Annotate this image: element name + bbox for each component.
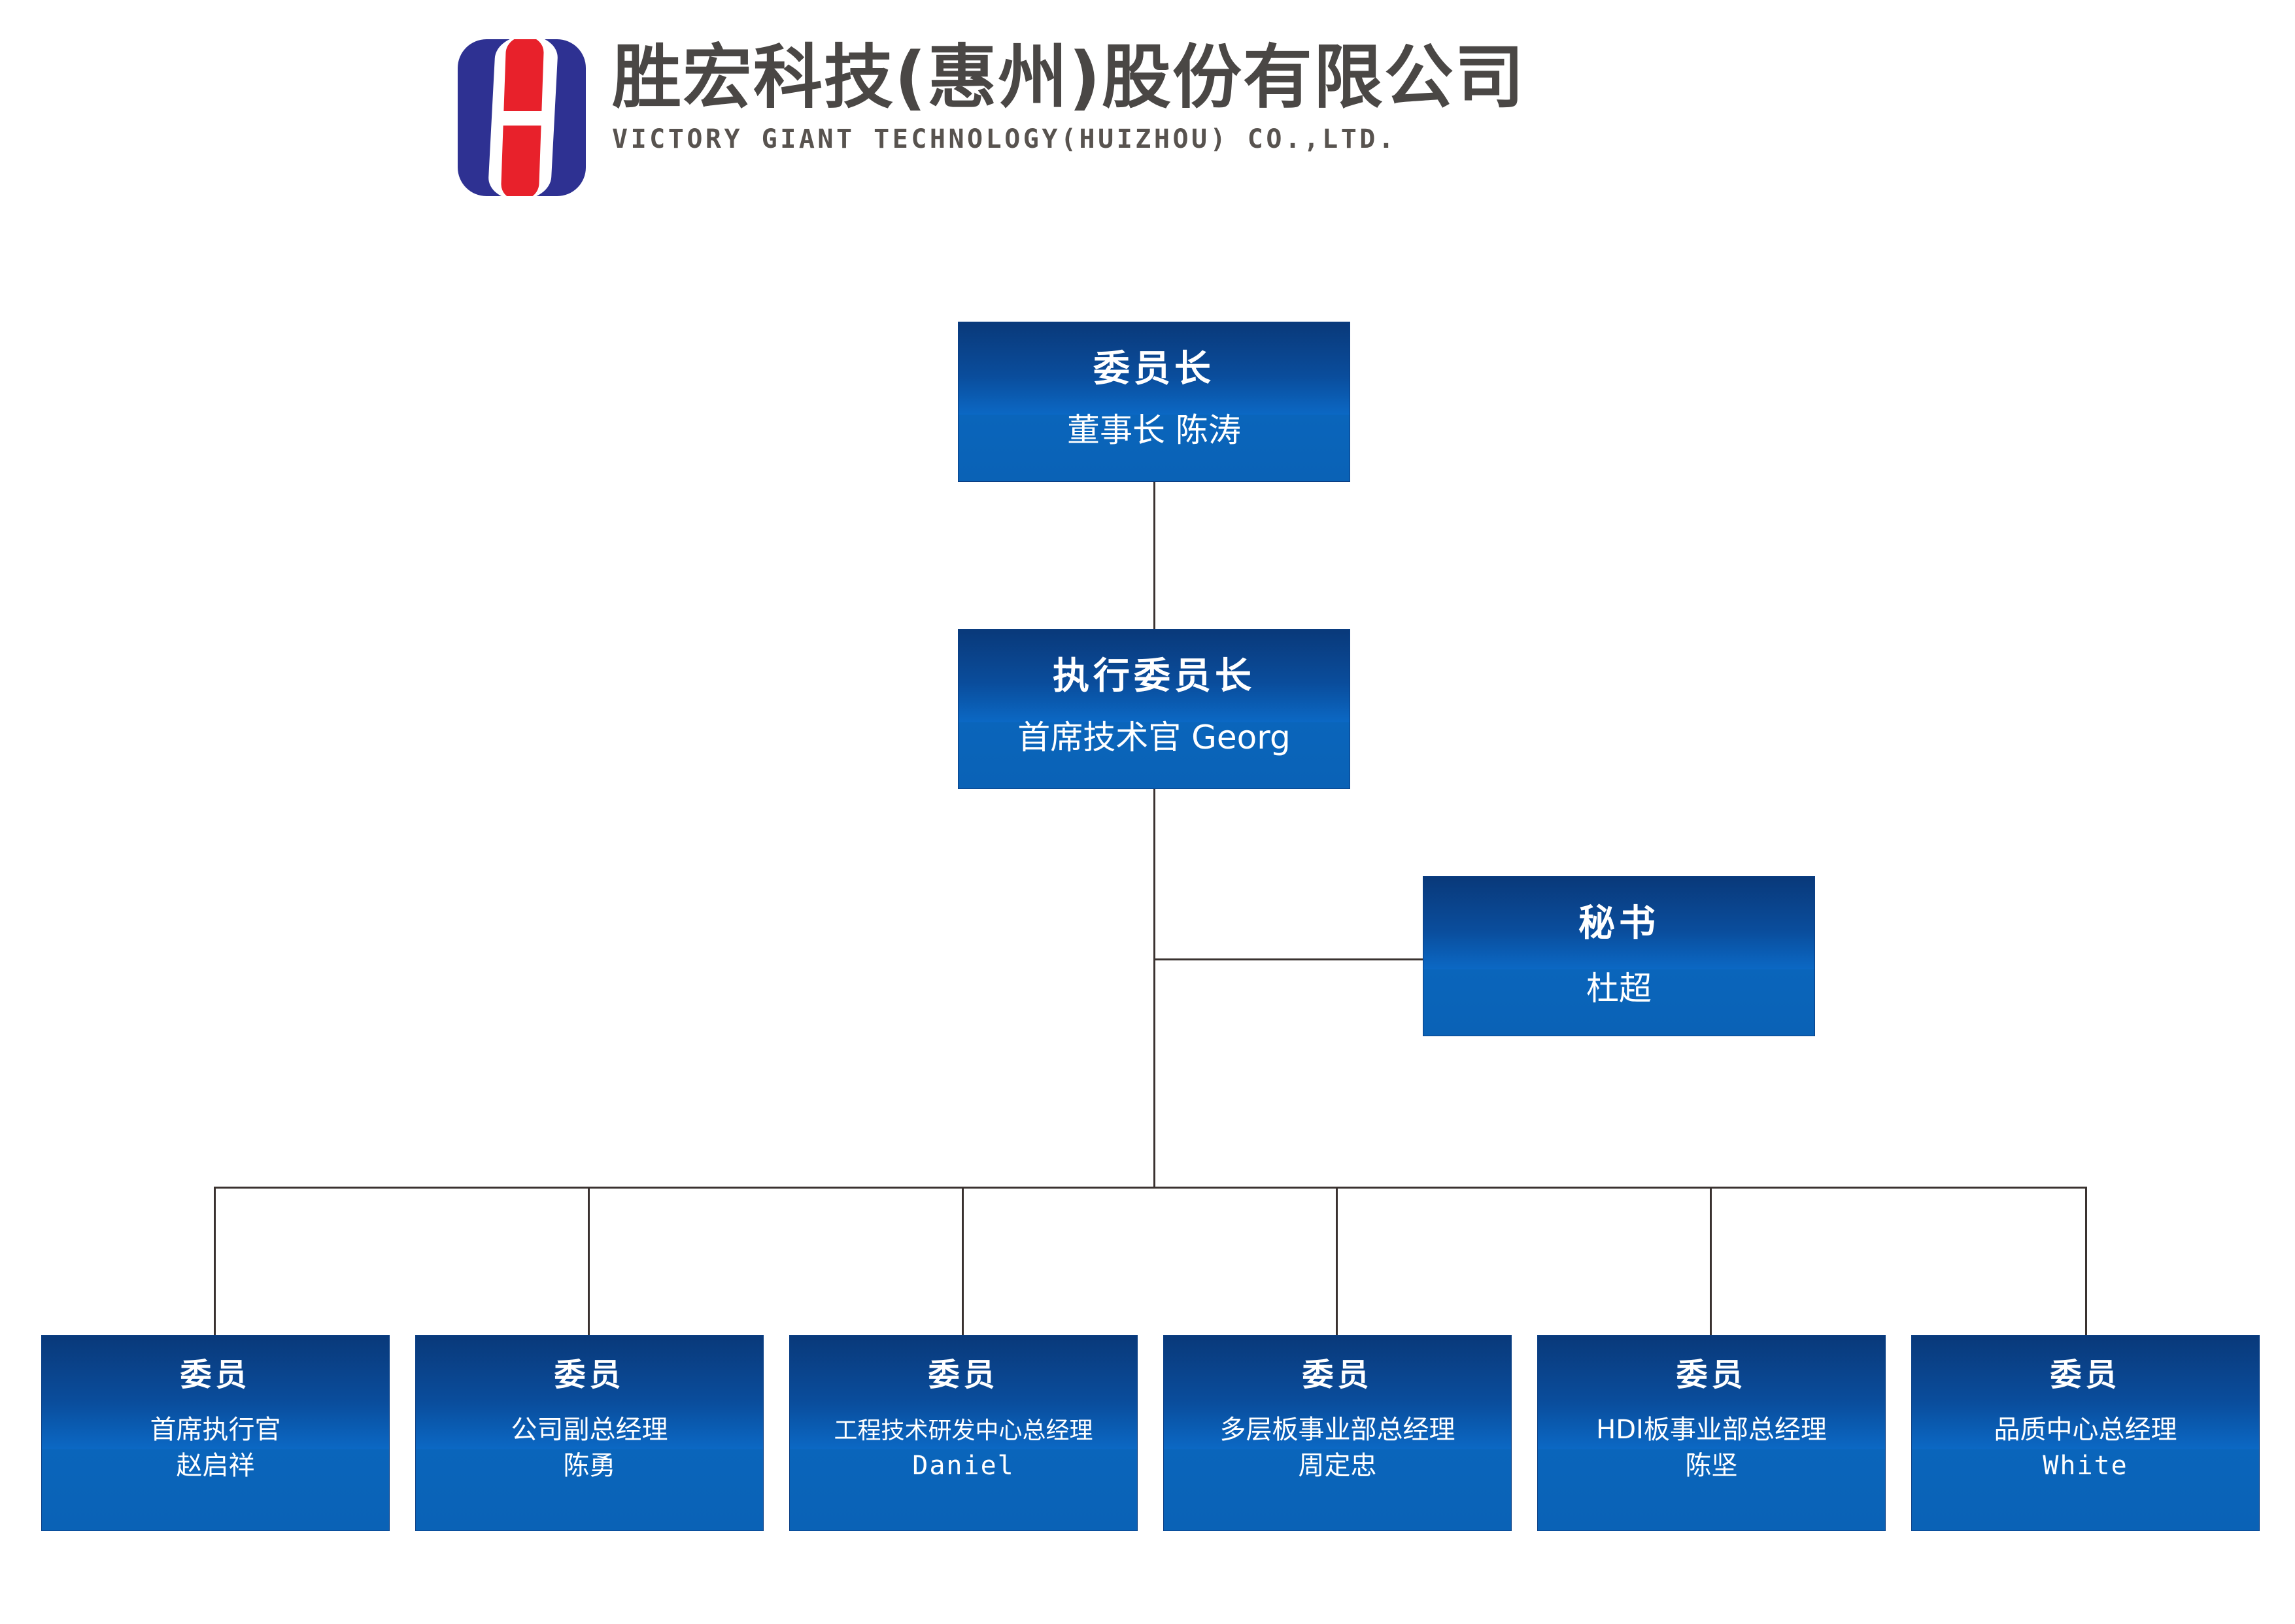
node-secretary-subtitle: 杜超 [1586,970,1652,1007]
connector-chair-to-exec [1153,482,1155,629]
node-member-2-detail: 公司副总经理 陈勇 [511,1414,668,1482]
node-member-4-role: 多层板事业部总经理 [1219,1415,1455,1445]
connector-exec-stem [1153,789,1155,1188]
node-secretary[interactable]: 秘书 杜超 [1423,876,1815,1036]
connector-bus-to-member-5 [1710,1187,1712,1336]
node-member-1-detail: 首席执行官 赵启祥 [150,1414,281,1482]
node-secretary-title: 秘书 [1578,902,1659,945]
node-executive-chairman-title: 执行委员长 [1053,655,1255,698]
node-member-1-title: 委员 [180,1357,251,1393]
node-member-3-detail: 工程技术研发中心总经理 Daniel [834,1414,1093,1482]
company-name-cn: 胜宏科技(惠州)股份有限公司 [612,37,1525,118]
node-member-4[interactable]: 委员 多层板事业部总经理 周定忠 [1163,1335,1512,1531]
node-chairman[interactable]: 委员长 董事长 陈涛 [958,322,1350,482]
node-chairman-title: 委员长 [1093,348,1215,390]
victory-giant-logo-icon [458,39,586,196]
logo-notch [502,111,543,126]
node-member-4-title: 委员 [1302,1357,1373,1393]
node-member-6-title: 委员 [2050,1357,2121,1393]
connector-bus-to-member-1 [214,1187,216,1336]
node-member-3-title: 委员 [928,1357,999,1393]
node-member-5-detail: HDI板事业部总经理 陈坚 [1596,1414,1827,1482]
node-member-1-person: 赵启祥 [176,1450,255,1481]
node-member-3-person: Daniel [912,1450,1015,1481]
connector-member-bus [214,1187,2086,1189]
connector-exec-to-secretary [1153,958,1424,960]
node-executive-chairman[interactable]: 执行委员长 首席技术官 Georg [958,629,1350,789]
node-member-6-role: 品质中心总经理 [1994,1415,2177,1445]
node-member-2-role: 公司副总经理 [511,1415,668,1445]
node-member-3-role: 工程技术研发中心总经理 [834,1417,1093,1444]
connector-bus-to-member-6 [2085,1187,2087,1336]
node-member-4-person: 周定忠 [1298,1450,1377,1481]
node-member-4-detail: 多层板事业部总经理 周定忠 [1220,1414,1455,1482]
node-member-6-detail: 品质中心总经理 White [1994,1414,2177,1482]
node-member-3[interactable]: 委员 工程技术研发中心总经理 Daniel [789,1335,1138,1531]
node-member-5-role: HDI板事业部总经理 [1596,1415,1827,1445]
connector-bus-to-member-2 [588,1187,590,1336]
node-member-5-title: 委员 [1676,1357,1747,1393]
node-member-1[interactable]: 委员 首席执行官 赵启祥 [41,1335,390,1531]
node-executive-chairman-subtitle: 首席技术官 Georg [1017,719,1291,756]
node-member-1-role: 首席执行官 [150,1415,281,1445]
node-member-2-title: 委员 [554,1357,625,1393]
connector-bus-to-member-3 [962,1187,964,1336]
connector-bus-to-member-4 [1336,1187,1338,1336]
company-name-block: 胜宏科技(惠州)股份有限公司 VICTORY GIANT TECHNOLOGY(… [612,39,1525,154]
node-chairman-subtitle: 董事长 陈涛 [1067,411,1241,449]
node-member-2[interactable]: 委员 公司副总经理 陈勇 [415,1335,764,1531]
node-member-6-person: White [2043,1450,2128,1481]
company-header: 胜宏科技(惠州)股份有限公司 VICTORY GIANT TECHNOLOGY(… [458,39,1525,196]
company-name-en: VICTORY GIANT TECHNOLOGY(HUIZHOU) CO.,LT… [612,124,1397,155]
node-member-5[interactable]: 委员 HDI板事业部总经理 陈坚 [1537,1335,1886,1531]
node-member-5-person: 陈坚 [1685,1450,1738,1481]
node-member-2-person: 陈勇 [563,1450,616,1481]
node-member-6[interactable]: 委员 品质中心总经理 White [1911,1335,2260,1531]
